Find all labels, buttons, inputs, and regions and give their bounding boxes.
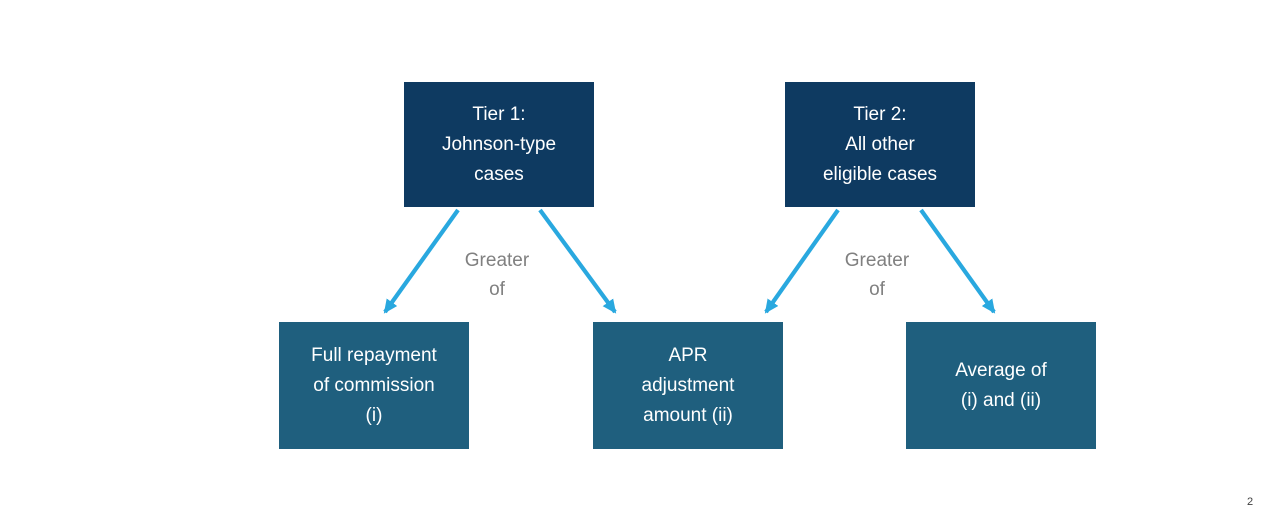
outcome-box-line: Full repayment [311,344,437,366]
greater-of-label-line: Greater [464,250,530,271]
tier1-box-line: Tier 1: [472,103,526,125]
greater-of-label-line: of [869,279,885,300]
outcome-box-full-repayment: Full repayment of commission (i) [279,322,469,449]
tier2-box-line: eligible cases [822,163,938,185]
outcome-box-line: of commission [313,374,435,396]
greater-of-label-right: Greater of [817,246,937,304]
tier1-box-line: Johnson-type [441,133,557,155]
greater-of-label-line: Greater [844,250,910,271]
outcome-box-average: Average of (i) and (ii) [906,322,1096,449]
tier2-box-line: All other [845,133,915,155]
greater-of-label-left: Greater of [437,246,557,304]
tier2-box: Tier 2: All other eligible cases [785,82,975,207]
tier1-box: Tier 1: Johnson-type cases [404,82,594,207]
outcome-box-apr-adjustment: APR adjustment amount (ii) [593,322,783,449]
page-number: 2 [1246,496,1254,508]
outcome-box-line: adjustment [641,374,735,396]
outcome-box-line: Average of [955,359,1047,381]
outcome-box-line: amount (ii) [643,404,733,426]
outcome-box-line: (i) and (ii) [960,389,1042,411]
greater-of-label-line: of [489,279,505,300]
tier1-box-line: cases [474,163,524,185]
outcome-box-line: (i) [365,404,383,426]
tier2-box-line: Tier 2: [853,103,907,125]
outcome-box-line: APR [668,344,708,366]
